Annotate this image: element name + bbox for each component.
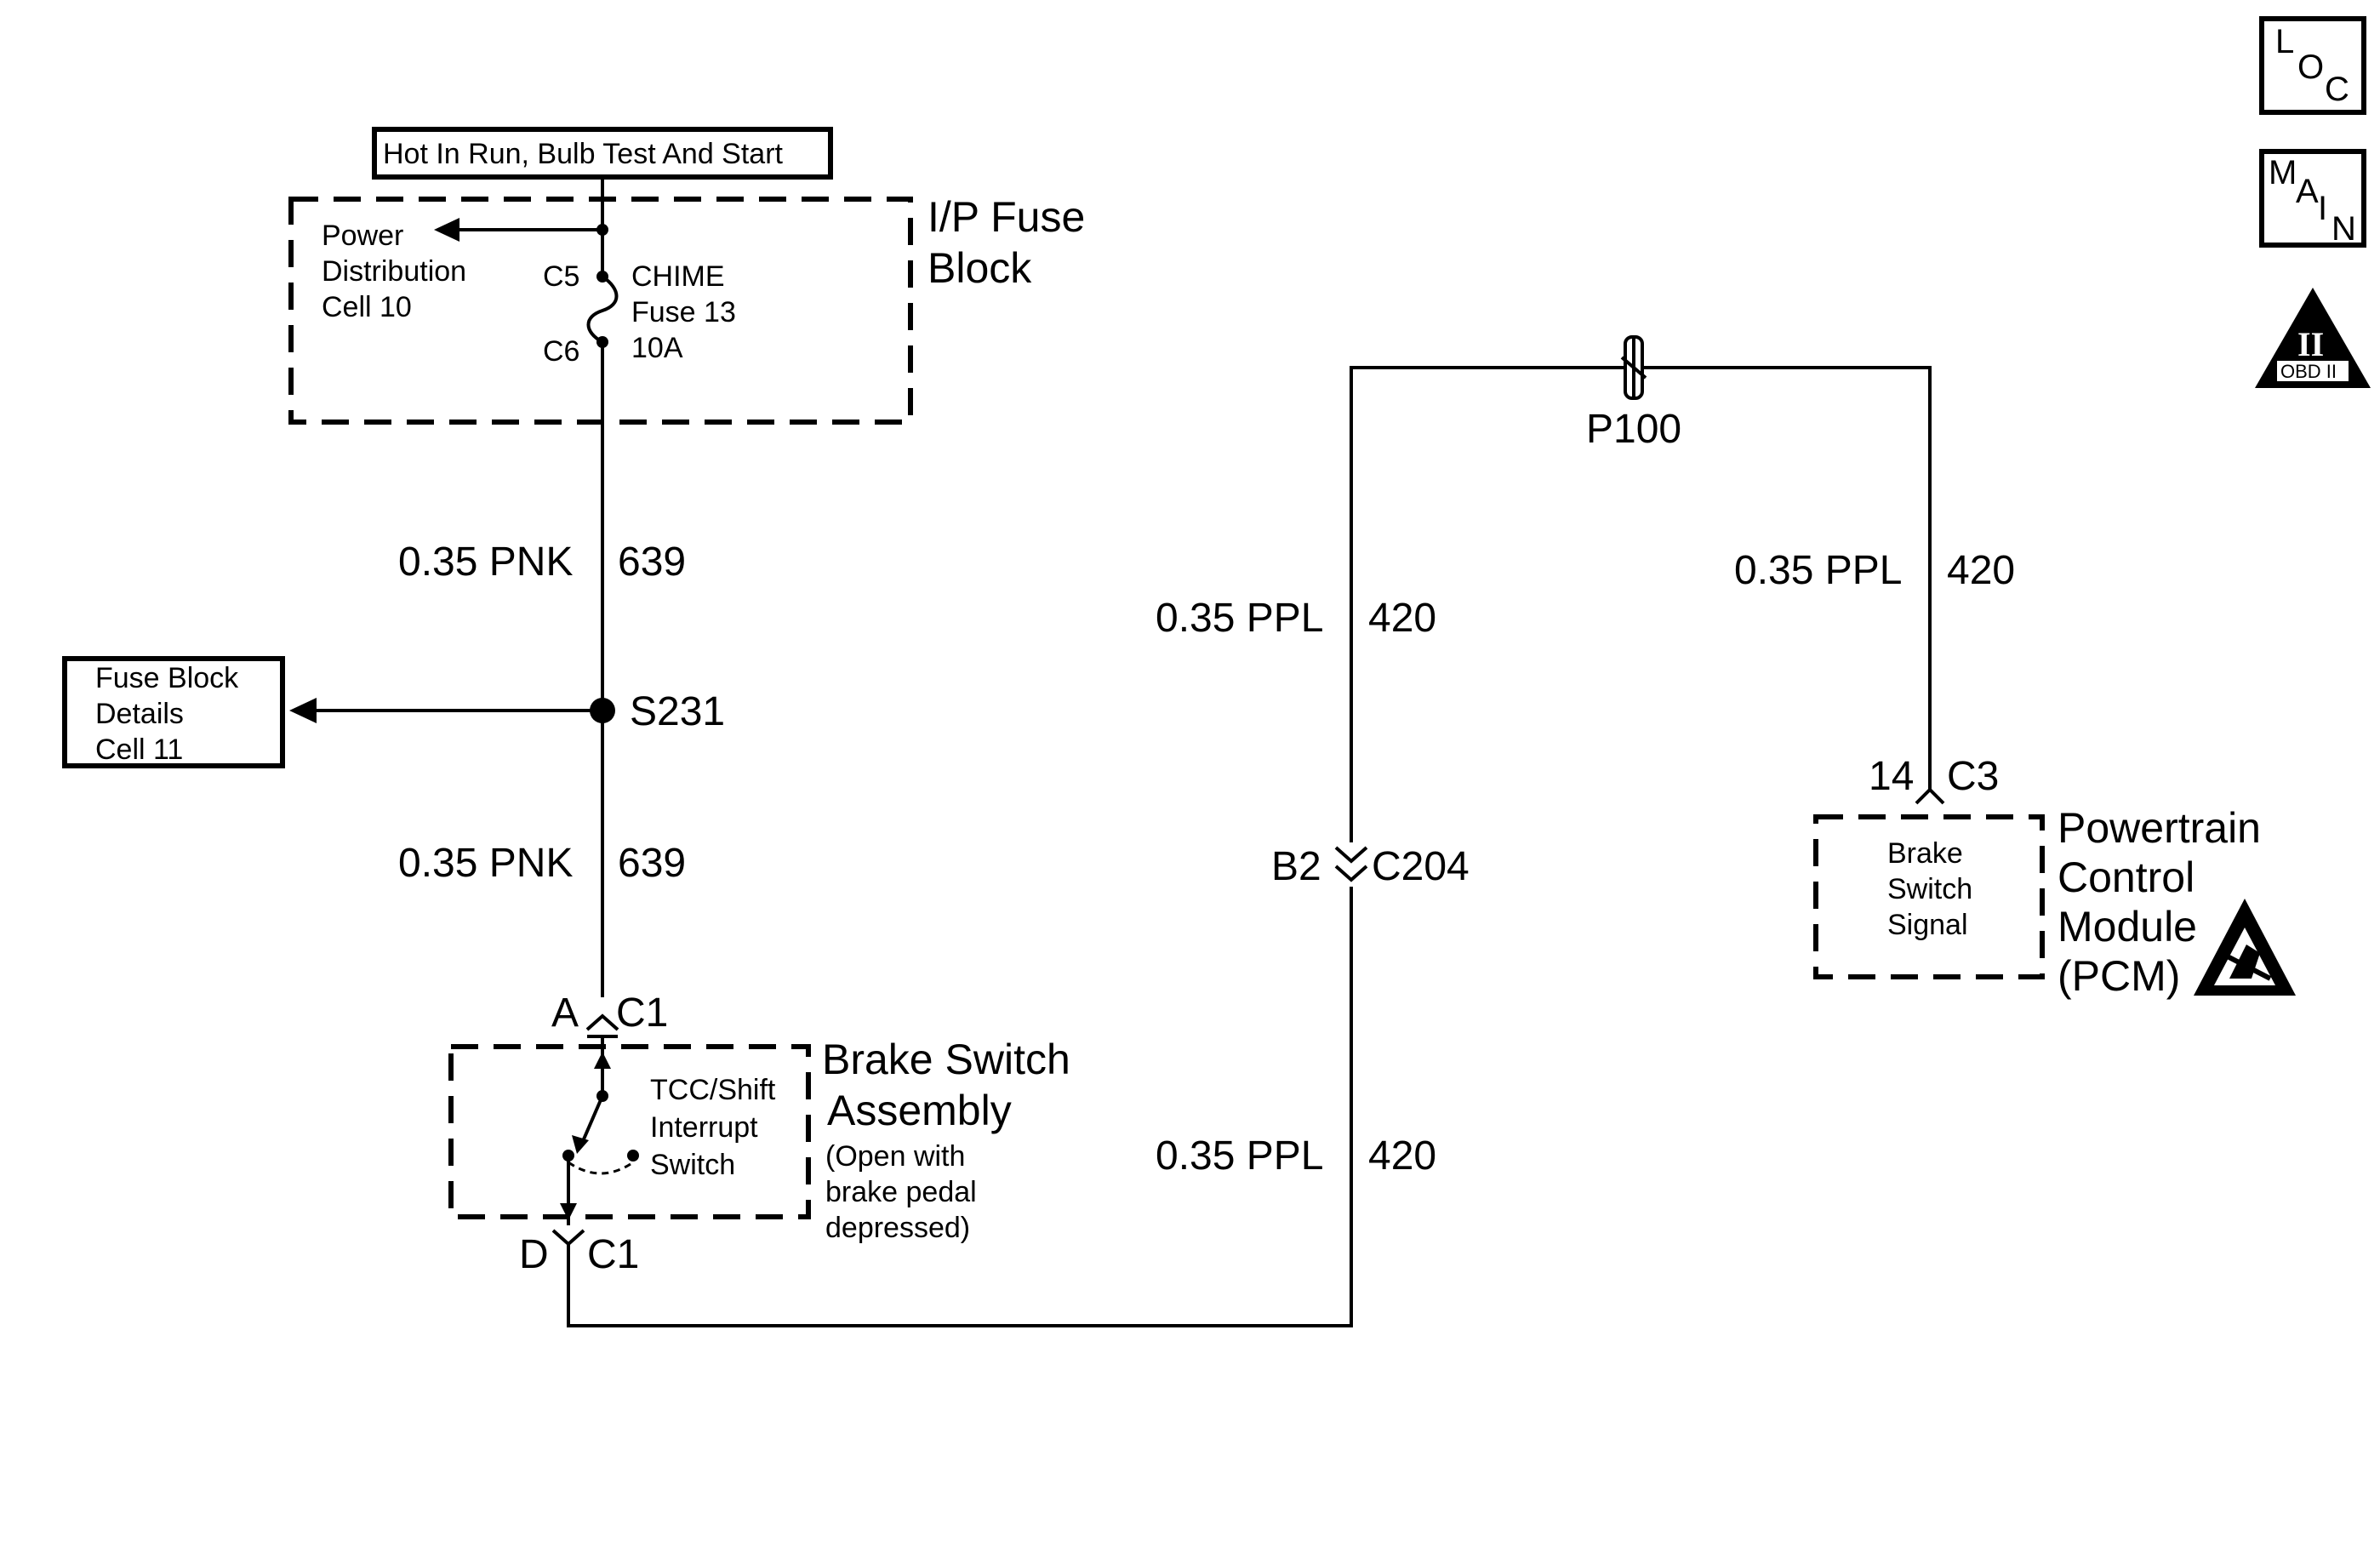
fuse-block-details: Fuse Block Details Cell 11: [62, 656, 285, 768]
wire-639-lower-gauge: 0.35 PNK: [398, 841, 573, 886]
connector-c204-icon: [1334, 842, 1368, 887]
connector-c1-bottom-icon: [551, 1229, 585, 1247]
brake-switch-title-1: Brake Switch: [822, 1036, 1070, 1083]
connector-c204-name: C204: [1372, 844, 1470, 889]
wire-420: [567, 366, 1627, 1327]
fuse-icon: [586, 224, 619, 348]
brake-switch-note-2: brake pedal: [825, 1176, 977, 1208]
wire-420-upper-circuit: 420: [1368, 596, 1436, 641]
fuse-block-details-line3: Cell 11: [95, 733, 183, 766]
wire-420-right: [1641, 366, 1932, 791]
switch-label-line2: Interrupt: [650, 1111, 758, 1144]
wire-639-upper-gauge: 0.35 PNK: [398, 539, 573, 585]
pcm-signal-line1: Brake: [1887, 837, 1963, 870]
pcm-title-1: Powertrain: [2058, 804, 2261, 852]
loc-letter-c: C: [2325, 71, 2349, 108]
main-letter-i: I: [2318, 190, 2327, 227]
power-source-label: Hot In Run, Bulb Test And Start: [383, 138, 784, 170]
main-letter-n: N: [2331, 210, 2356, 248]
main-button[interactable]: M A I N: [2259, 149, 2366, 248]
brake-switch-note-1: (Open with: [825, 1140, 965, 1173]
pcm-pin: 14: [1869, 754, 1914, 799]
connector-c1-top-icon: [585, 1013, 619, 1038]
switch-label-line1: TCC/Shift: [650, 1074, 776, 1106]
switch-label-line3: Switch: [650, 1149, 735, 1181]
fuse-number: Fuse 13: [631, 296, 736, 328]
brake-switch-note-3: depressed): [825, 1212, 970, 1244]
fuse-block-details-line1: Fuse Block: [95, 662, 239, 694]
wire-639-upper-circuit: 639: [618, 539, 686, 585]
power-source: Hot In Run, Bulb Test And Start: [372, 127, 833, 180]
power-distribution-line2: Distribution: [322, 255, 466, 288]
obd-numeral: II: [2297, 325, 2324, 363]
connector-c204-pin: B2: [1271, 844, 1321, 889]
pcm-title-4: (PCM): [2058, 952, 2180, 1000]
splice-s231: S231: [289, 689, 725, 734]
obd-ii-icon[interactable]: II OBD II: [2255, 288, 2371, 388]
connector-c1-top-name: C1: [616, 990, 668, 1036]
main-letter-a: A: [2296, 173, 2319, 210]
pcm-connector: C3: [1947, 754, 1999, 799]
connector-c1-bottom-pin: D: [519, 1232, 549, 1277]
wire-420-lower-circuit: 420: [1368, 1133, 1436, 1179]
wire-420-upper-gauge: 0.35 PPL: [1156, 596, 1323, 641]
wire-420-right-gauge: 0.35 PPL: [1734, 548, 1902, 593]
pcm: 14 C3 Brake Switch Signal Powertrain Con…: [1813, 754, 2296, 1000]
pcm-title-3: Module: [2058, 903, 2197, 950]
power-distribution-line3: Cell 10: [322, 291, 412, 323]
pcm-signal-line3: Signal: [1887, 909, 1968, 941]
brake-switch-title-2: Assembly: [827, 1087, 1012, 1134]
fuse-terminal-c5: C5: [543, 260, 579, 293]
obd-label: OBD II: [2280, 361, 2337, 382]
splice-label: S231: [630, 689, 725, 734]
loc-letter-l: L: [2275, 23, 2294, 60]
pcm-signal-line2: Switch: [1887, 873, 1972, 905]
connector-c1-bottom-name: C1: [587, 1232, 639, 1277]
wire-639-lower-circuit: 639: [618, 841, 686, 886]
passthrough-label: P100: [1586, 407, 1681, 452]
arrow-left-icon: [289, 698, 317, 723]
arrow-left-icon: [434, 218, 459, 242]
connector-c1-top-pin: A: [551, 990, 579, 1036]
power-distribution-line1: Power: [322, 220, 403, 252]
esd-sensitive-icon: [2194, 899, 2296, 996]
fuse-name: CHIME: [631, 260, 725, 293]
switch-icon: [562, 1095, 639, 1175]
passthrough-p100-icon: [1620, 335, 1647, 400]
wire-420-lower-gauge: 0.35 PPL: [1156, 1133, 1323, 1179]
loc-letter-o: O: [2297, 49, 2324, 86]
connector-c3-icon: [1915, 787, 1945, 805]
fuse-rating: 10A: [631, 332, 683, 364]
main-letter-m: M: [2269, 154, 2297, 191]
fuse-block-title-2: Block: [927, 244, 1032, 292]
wire-420-right-circuit: 420: [1947, 548, 2015, 593]
fuse-terminal-c6: C6: [543, 335, 579, 368]
ip-fuse-block: I/P Fuse Block Power Distribution Cell 1…: [288, 193, 1085, 425]
fuse-block-details-line2: Details: [95, 698, 184, 730]
loc-button[interactable]: L O C: [2259, 16, 2366, 115]
brake-switch-assembly: A C1 TCC/Shift Interrupt Switch Brake Sw…: [448, 990, 1070, 1277]
fuse-block-title-1: I/P Fuse: [927, 193, 1085, 241]
pcm-title-2: Control: [2058, 853, 2195, 901]
